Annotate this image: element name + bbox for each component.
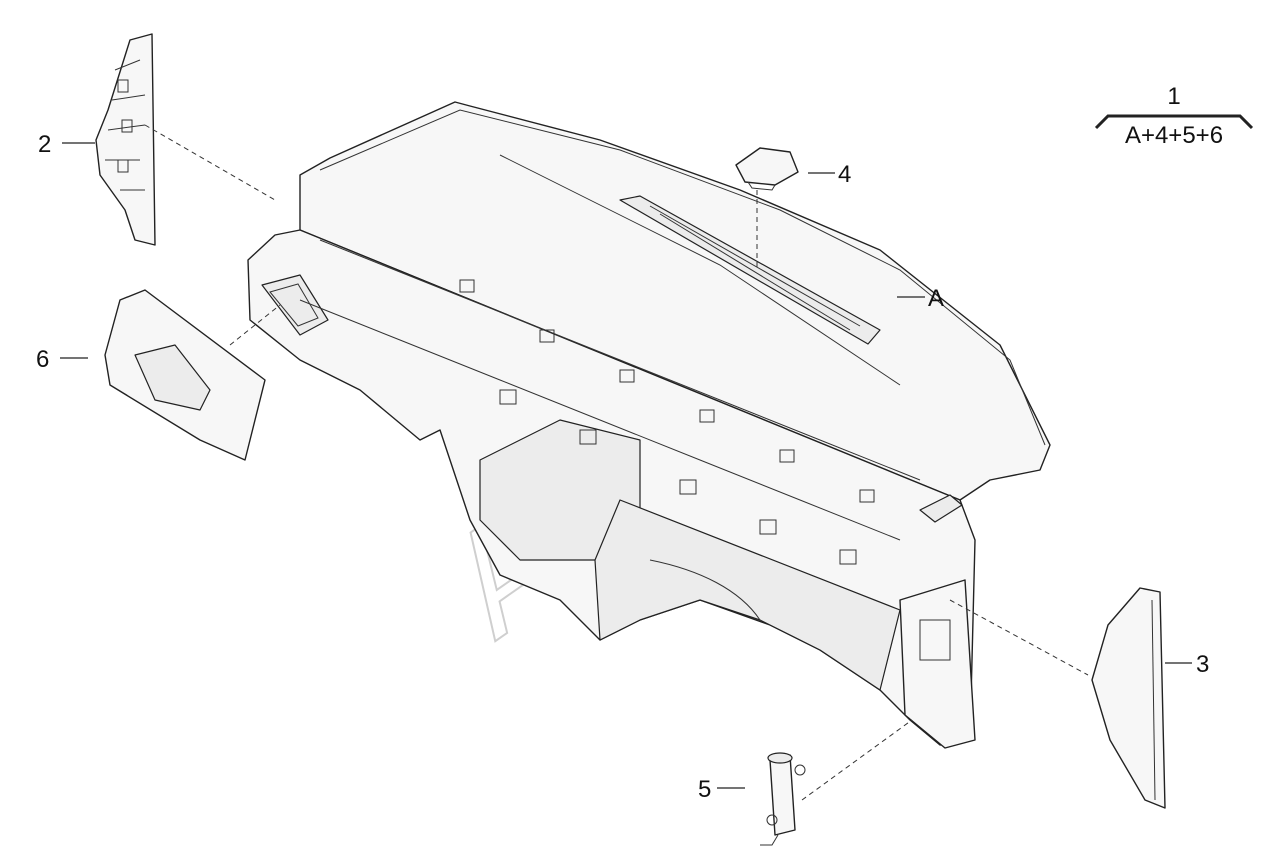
part-3-label: 3 xyxy=(1196,651,1209,678)
right-side-vent xyxy=(919,494,963,523)
dashed-connectors xyxy=(144,124,1089,801)
assembly-number-label: 1 xyxy=(1167,83,1180,110)
instrument-hood-line xyxy=(499,154,901,386)
part-5-label: 5 xyxy=(698,776,711,803)
part-2-label: 2 xyxy=(38,131,51,158)
part-6-lower-trim-panel xyxy=(104,289,266,461)
dashboard-assembly xyxy=(247,101,1051,749)
assembly-bracket xyxy=(1094,114,1254,130)
part-6-label: 6 xyxy=(36,346,49,373)
right-lower-bracket xyxy=(899,579,976,749)
glovebox-opening xyxy=(594,499,901,691)
bracket-cutout xyxy=(919,619,951,661)
assembly-formula-label: A+4+5+6 xyxy=(1125,122,1223,149)
part-5-damper xyxy=(760,752,806,846)
leader-lines xyxy=(60,142,1192,789)
left-side-vent xyxy=(261,274,329,336)
part-a-label: A xyxy=(928,285,944,312)
part-4-label: 4 xyxy=(838,161,851,188)
defrost-vent xyxy=(619,195,881,345)
knee-bolster-curve xyxy=(649,559,761,621)
part-2-left-end-panel xyxy=(95,33,156,246)
part-3-right-end-panel xyxy=(1091,587,1166,809)
structural-ribs xyxy=(299,239,921,565)
dashboard-top-surface xyxy=(299,101,1051,501)
dashboard-front-edge xyxy=(319,109,1046,446)
part-4-cover-cap xyxy=(735,147,799,191)
